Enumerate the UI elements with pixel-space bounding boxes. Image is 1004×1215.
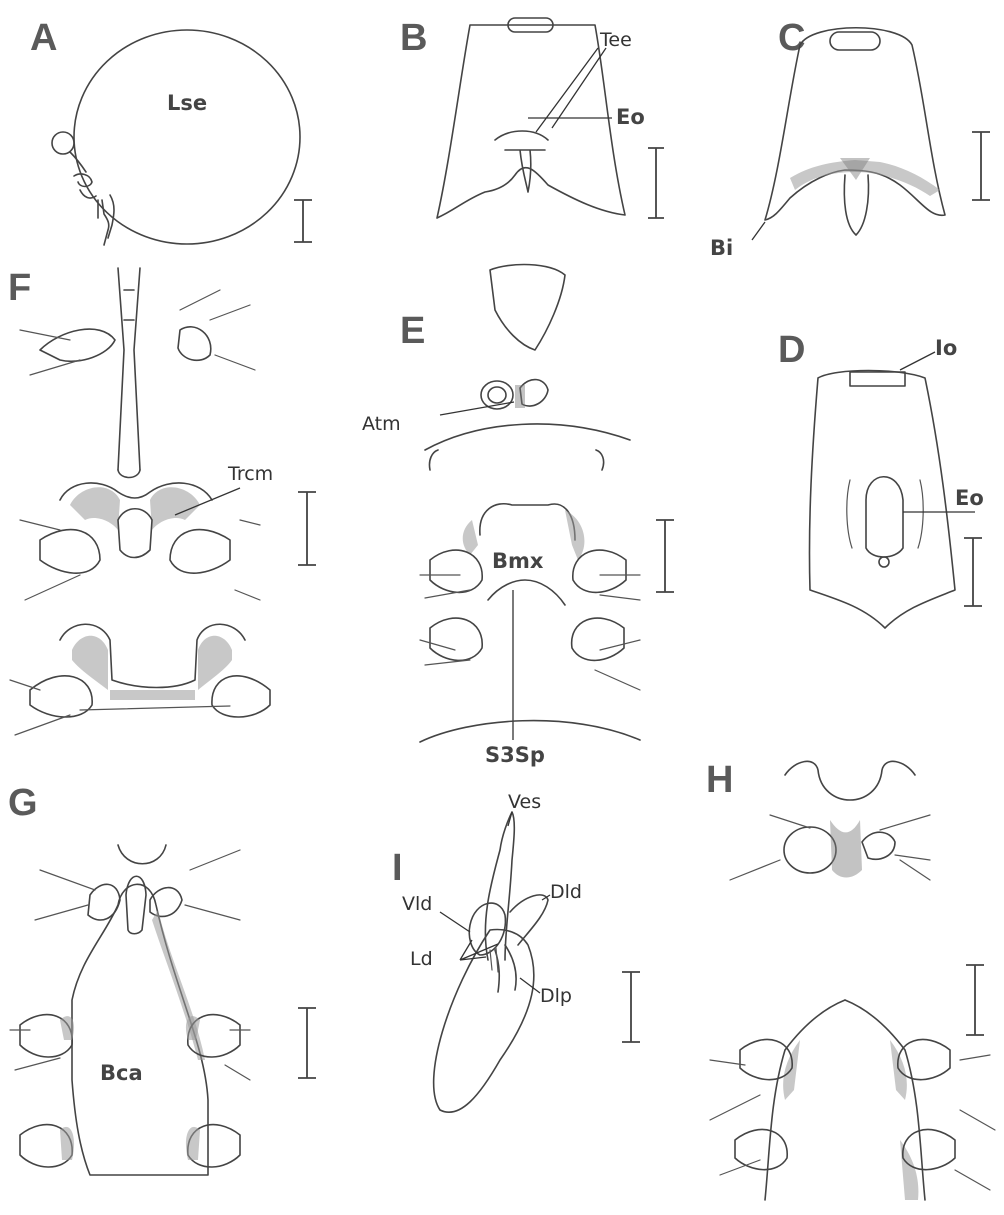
mid-leg-lines-e [420, 575, 640, 600]
side-ridges-d [847, 480, 923, 548]
vesica-i [485, 812, 514, 960]
eo-lobe-d [866, 477, 903, 557]
panel-d: D Io Eo [778, 329, 984, 628]
segment-arc-e [425, 424, 630, 470]
panel-letter-f: F [8, 267, 31, 309]
rostrum-f [118, 268, 140, 470]
small-bulb [52, 132, 74, 154]
scale-bar-g [298, 1008, 316, 1078]
opening-c [830, 32, 880, 50]
panel-letter-a: A [30, 17, 57, 59]
scale-bar-e [656, 520, 674, 592]
scale-bar-f [298, 492, 316, 565]
upper-coxae-g [88, 884, 182, 920]
opening-d [850, 372, 905, 386]
label-s3sp: S3Sp [485, 743, 545, 767]
duct-structure [70, 152, 109, 245]
panel-i: I Ves Vld Dld Ld Dlp [392, 791, 640, 1112]
scale-bar-c [972, 132, 990, 200]
panel-letter-d: D [778, 329, 805, 371]
panel-c: C Bi [710, 17, 990, 260]
label-eo-d: Eo [955, 486, 984, 510]
upper-coxa-e [490, 265, 565, 350]
panel-letter-i: I [392, 847, 403, 889]
top-arc-g [118, 845, 166, 864]
condyle-stipple-h [830, 820, 862, 878]
label-bca: Bca [100, 1061, 143, 1085]
panel-e: E Atm Bmx S3Sp [362, 265, 674, 767]
panel-letter-c: C [778, 17, 805, 59]
sclerite-outline-d [809, 371, 955, 629]
label-dld: Dld [550, 881, 582, 903]
large-sphere-outline [74, 30, 300, 244]
condyle-stipple-e [515, 385, 525, 408]
middle-coxae-f [40, 530, 230, 574]
leader-line-bi [752, 222, 765, 240]
label-bi: Bi [710, 236, 733, 260]
panel-b: B Tee Eo [400, 17, 664, 218]
scale-bar-h [966, 965, 984, 1035]
label-atm: Atm [362, 413, 401, 435]
lower-stipple-f [72, 636, 232, 700]
panel-letter-e: E [400, 310, 425, 352]
label-lse: Lse [167, 91, 207, 115]
mid-coxae-h [740, 1040, 950, 1080]
scale-bar-i [622, 972, 640, 1042]
scale-bar-d [964, 538, 982, 606]
panel-g: G Bca [8, 782, 316, 1175]
label-ld: Ld [410, 948, 433, 970]
label-ves: Ves [508, 791, 541, 813]
lower-coxae-g [20, 1125, 240, 1167]
median-lobe-c [844, 175, 868, 235]
label-eo-b: Eo [616, 105, 645, 129]
panel-letter-h: H [706, 759, 733, 801]
median-plate-h [765, 1000, 925, 1200]
condyle-left-h [784, 827, 836, 873]
label-trcm: Trcm [227, 463, 273, 485]
panel-letter-g: G [8, 782, 38, 824]
leg-lines-h [710, 1055, 995, 1190]
lower-leg-lines-f [10, 680, 230, 735]
lower-arc-e [488, 580, 565, 605]
dorsal-lobe-distal-i [510, 895, 548, 945]
label-vld: Vld [402, 893, 432, 915]
scale-bar-b [648, 148, 664, 218]
condyle-right-h [862, 832, 895, 859]
label-tee: Tee [599, 29, 632, 51]
abdomen-arc-e [420, 721, 640, 742]
median-process-f [118, 509, 152, 558]
rostrum-base-f [118, 470, 140, 478]
label-bmx: Bmx [492, 549, 544, 573]
lower-coxae-e [430, 618, 624, 660]
small-pore-d [879, 557, 889, 567]
condyle-left-inner-e [488, 387, 506, 403]
label-dlp: Dlp [540, 985, 572, 1007]
sclerite-outline-b [437, 25, 625, 218]
upper-leg-lines-h [730, 815, 930, 880]
upper-coxae-f [40, 327, 211, 361]
bca-stipple [152, 910, 205, 1060]
bmx-plate-e [480, 504, 575, 540]
lower-leg-lines-e [420, 640, 640, 690]
leader-lines-b [528, 48, 612, 132]
scale-bar-a [294, 200, 312, 242]
median-process-b [495, 131, 548, 192]
mid-coxae-g [20, 1015, 240, 1057]
panel-f: F Trcm [8, 267, 316, 735]
panel-h: H [706, 759, 995, 1200]
panel-letter-b: B [400, 17, 427, 59]
label-io: Io [935, 336, 957, 360]
top-arc-h [785, 761, 915, 800]
panel-a: A Lse [30, 17, 312, 245]
mid-stipple-g [60, 1016, 200, 1040]
